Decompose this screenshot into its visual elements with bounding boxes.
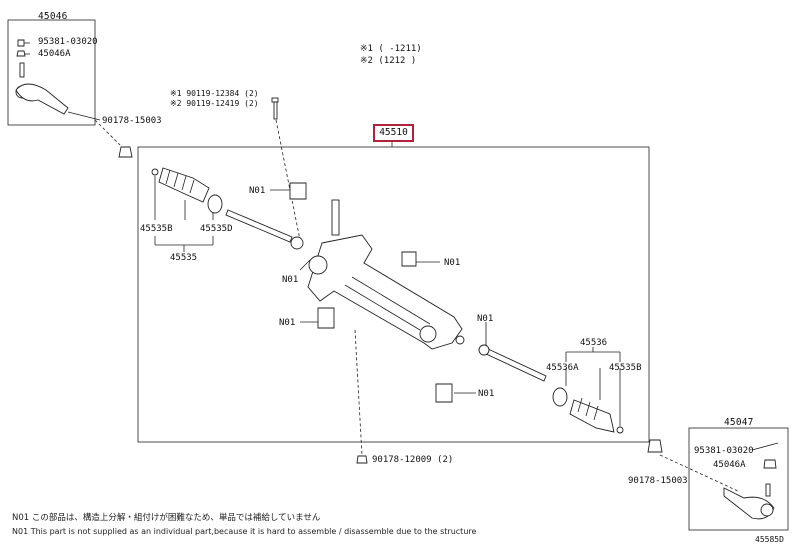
nut-bottom-icon — [356, 455, 368, 464]
n01-label-lower-left[interactable]: N01 — [279, 318, 296, 328]
nut-right-icon — [647, 439, 663, 453]
bracket-upper-left-icon — [289, 182, 307, 200]
right-kit-box — [688, 427, 789, 531]
right-boot — [552, 368, 624, 434]
boot-right-set-label[interactable]: 45536 — [580, 338, 608, 348]
n01-label-housing[interactable]: N01 — [282, 275, 299, 285]
boot-right-a-label[interactable]: 45536A — [546, 363, 579, 373]
boot-right-b-label[interactable]: 45535B — [609, 363, 642, 373]
main-assembly-box — [137, 146, 650, 443]
boot-left-b-label[interactable]: 45535B — [140, 224, 173, 234]
nut-left-label[interactable]: 90178-15003 — [102, 116, 162, 126]
figure-id: 45585D — [755, 535, 784, 544]
nut-bottom-label[interactable]: 90178-12009 (2) — [372, 455, 454, 465]
steering-rack-housing — [307, 199, 465, 350]
right-tie-rod-end — [723, 442, 779, 520]
n01-label-upper-left[interactable]: N01 — [249, 186, 266, 196]
footnote-en: N01 This part is not supplied as an indi… — [12, 527, 477, 536]
n01-label-lower-right[interactable]: N01 — [478, 389, 495, 399]
n01-label-housing-right[interactable]: N01 — [477, 314, 494, 324]
nut-left-icon — [118, 146, 133, 158]
right-kit-code[interactable]: 45047 — [724, 417, 754, 428]
header-note-1: ※1 ( -1211) — [360, 44, 422, 54]
right-kit-nut[interactable]: 45046A — [713, 460, 746, 470]
left-tie-rod-end — [15, 39, 101, 121]
nut-right-label[interactable]: 90178-15003 — [628, 476, 688, 486]
bolt-top-label-2[interactable]: ※2 90119-12419 (2) — [170, 99, 259, 108]
main-assembly-code[interactable]: 45510 — [373, 124, 414, 142]
left-kit-bolt[interactable]: 95381-03020 — [38, 37, 98, 47]
left-kit-code[interactable]: 45046 — [38, 11, 68, 22]
bolt-top-label-1[interactable]: ※1 90119-12384 (2) — [170, 89, 259, 98]
n01-label-upper-right[interactable]: N01 — [444, 258, 461, 268]
header-note-2: ※2 (1212 ) — [360, 56, 417, 66]
left-boot — [151, 167, 223, 220]
left-kit-box — [7, 19, 96, 126]
left-kit-nut[interactable]: 45046A — [38, 49, 71, 59]
boot-left-set-label[interactable]: 45535 — [170, 253, 198, 263]
bracket-lower-left-icon — [317, 307, 335, 329]
left-inner-tie-rod — [225, 209, 293, 243]
right-inner-tie-rod — [483, 347, 547, 382]
bracket-upper-right-icon — [401, 251, 417, 267]
boot-left-d-label[interactable]: 45535D — [200, 224, 233, 234]
footnote-jp: N01 この部品は、構造上分解・組付けが困難なため、単品では補給していません — [12, 513, 321, 523]
bolt-top-icon — [271, 97, 279, 103]
bracket-lower-right-icon — [435, 383, 453, 403]
right-kit-bolt[interactable]: 95381-03020 — [694, 446, 754, 456]
